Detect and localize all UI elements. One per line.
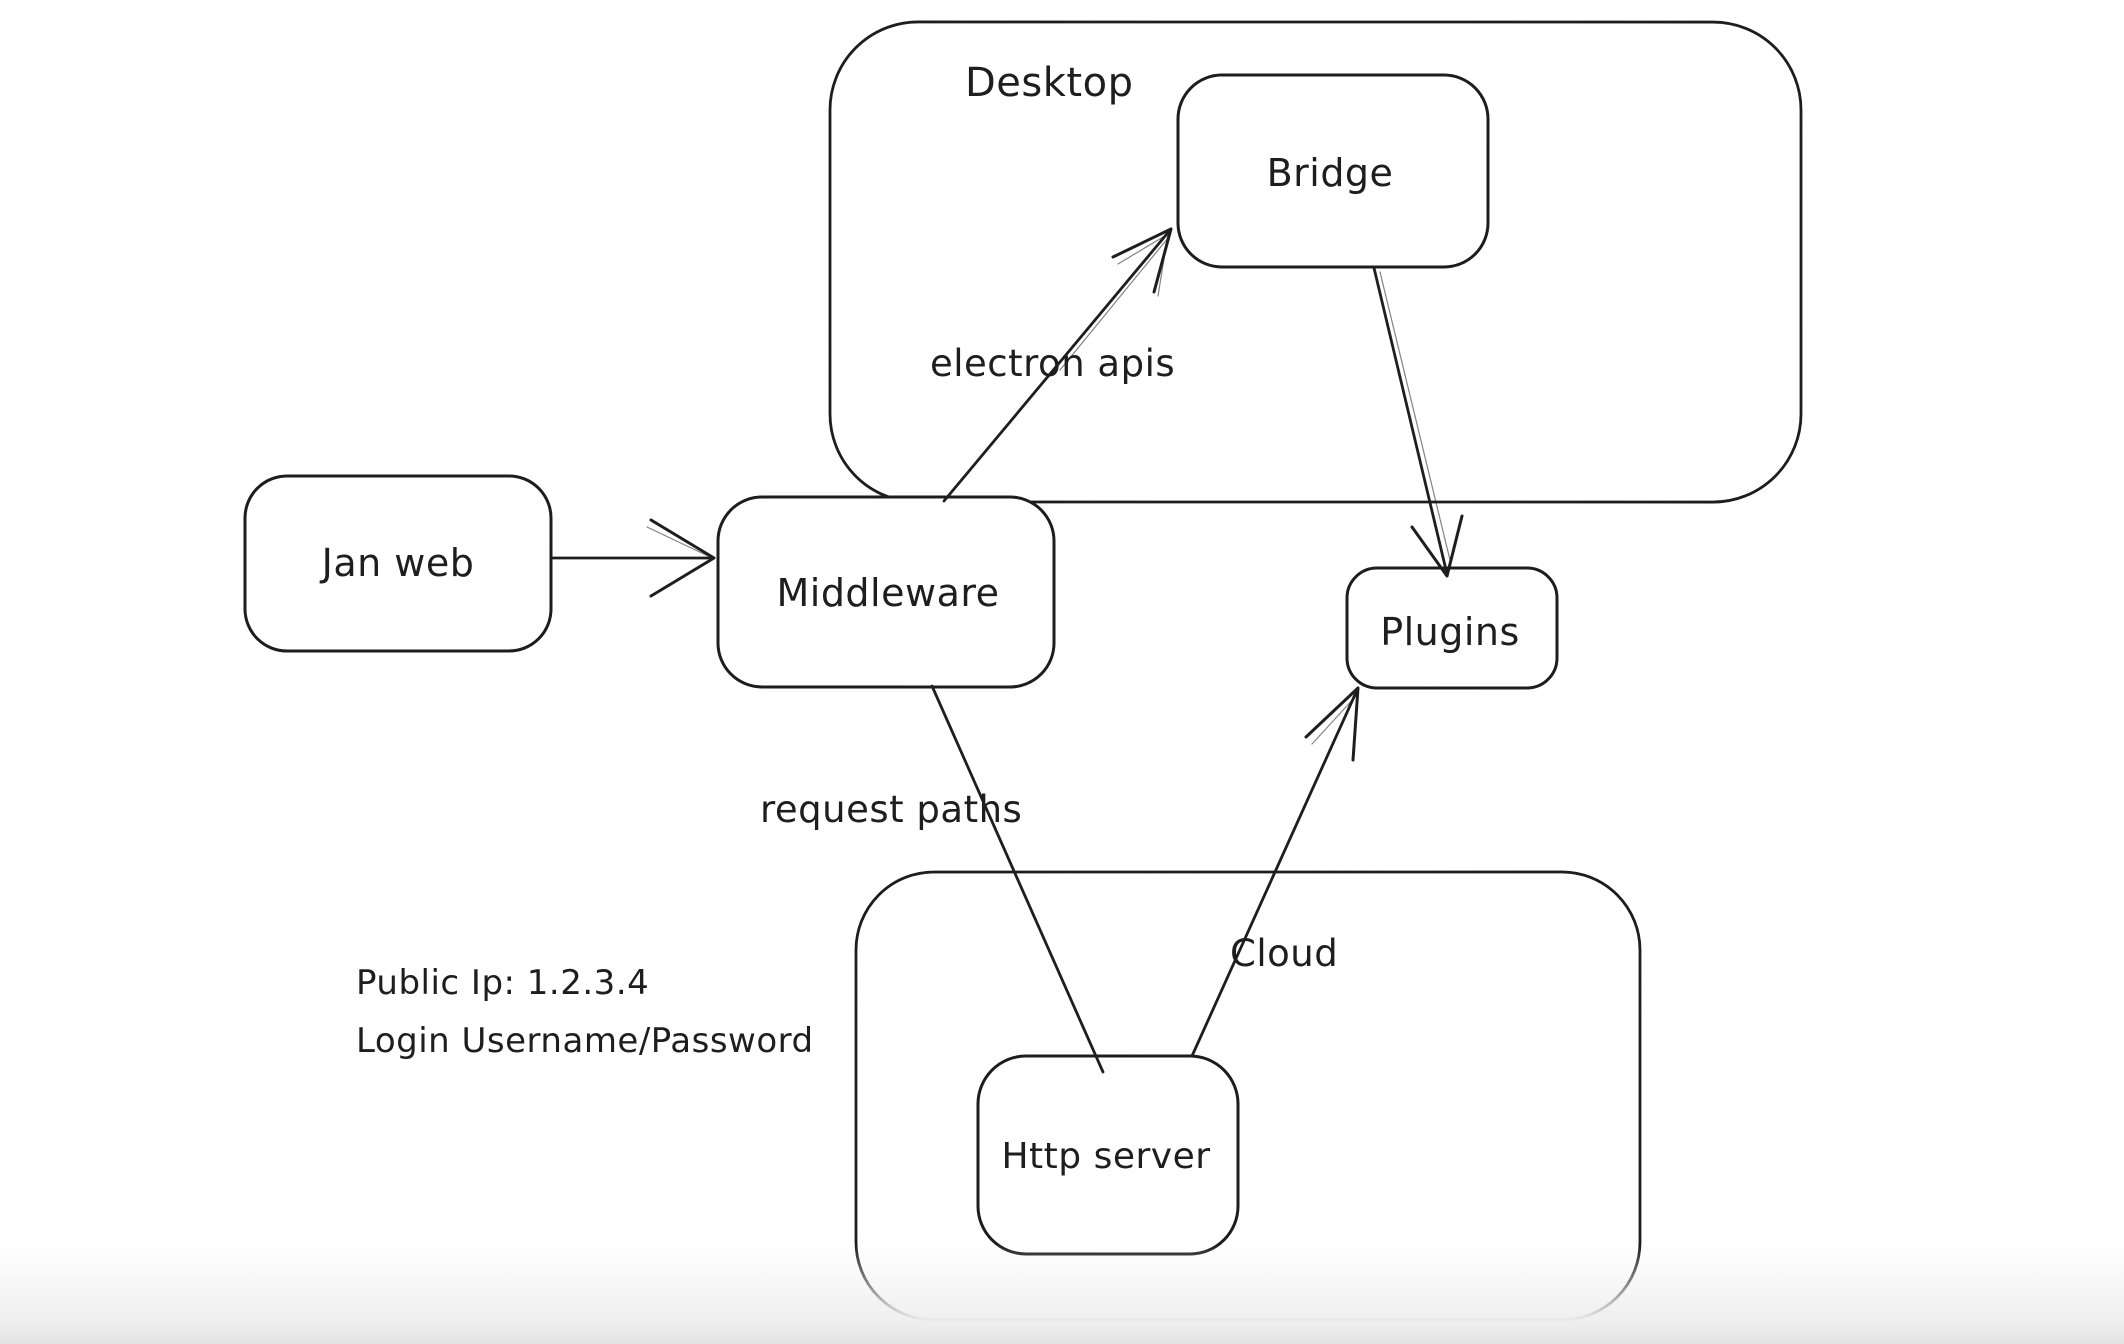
edge-httpserver-plugins-arrowhead — [1304, 686, 1360, 762]
jan-web-label: Jan web — [320, 541, 475, 585]
plugins-box-sketch — [1346, 566, 1558, 690]
bridge-label: Bridge — [1267, 151, 1394, 195]
annotation-public-ip: Public Ip: 1.2.3.4 — [356, 963, 649, 1003]
edge-label-electron-apis: electron apis — [930, 342, 1175, 385]
jan-web-box-sketch — [243, 474, 553, 653]
edge-janweb-middleware-arrowhead — [649, 518, 716, 598]
node-middleware[interactable]: Middleware — [716, 495, 1056, 689]
edge-middleware-bridge-line-sketch — [1059, 237, 1169, 371]
annotation-credentials[interactable]: Public Ip: 1.2.3.4 Login Username/Passwo… — [356, 963, 814, 1061]
middleware-box-sketch — [716, 495, 1056, 689]
edge-middleware-bridge-line — [942, 227, 1173, 503]
edge-middleware-bridge-arrowhead-sketch — [1117, 232, 1169, 297]
desktop-box-sketch — [828, 20, 1803, 504]
edge-bridge-plugins-line — [1372, 266, 1449, 576]
edge-middleware-httpserver-line — [930, 684, 1105, 1074]
edge-httpserver-plugins-line-sketch — [1195, 697, 1355, 1049]
edge-bridge-plugins-arrowhead — [1410, 514, 1464, 578]
node-http-server[interactable]: Http server — [976, 1054, 1240, 1256]
edge-middleware-bridge[interactable] — [942, 227, 1173, 503]
edge-bridge-plugins[interactable] — [1372, 266, 1464, 578]
edge-janweb-middleware[interactable] — [550, 518, 716, 598]
annotation-login: Login Username/Password — [356, 1021, 814, 1061]
edge-httpserver-plugins-arrowhead-sketch — [1311, 695, 1357, 745]
edge-label-request-paths: request paths — [760, 788, 1022, 831]
plugins-label: Plugins — [1380, 610, 1520, 654]
node-bridge[interactable]: Bridge — [1176, 73, 1490, 269]
edge-bridge-plugins-line-sketch — [1379, 271, 1451, 561]
edge-httpserver-plugins[interactable] — [1190, 686, 1360, 1058]
edge-janweb-middleware-arrowhead-sketch — [646, 526, 709, 557]
node-plugins[interactable]: Plugins — [1345, 566, 1559, 690]
cloud-label: Cloud — [1230, 932, 1338, 975]
desktop-label: Desktop — [965, 60, 1133, 106]
edge-middleware-httpserver[interactable] — [930, 684, 1105, 1074]
node-jan-web[interactable]: Jan web — [243, 474, 553, 653]
edge-middleware-bridge-arrowhead — [1111, 227, 1173, 294]
container-cloud[interactable]: Cloud — [854, 870, 1642, 1322]
http-server-label: Http server — [1001, 1136, 1210, 1177]
middleware-label: Middleware — [776, 571, 999, 615]
bridge-box-sketch — [1177, 73, 1489, 269]
